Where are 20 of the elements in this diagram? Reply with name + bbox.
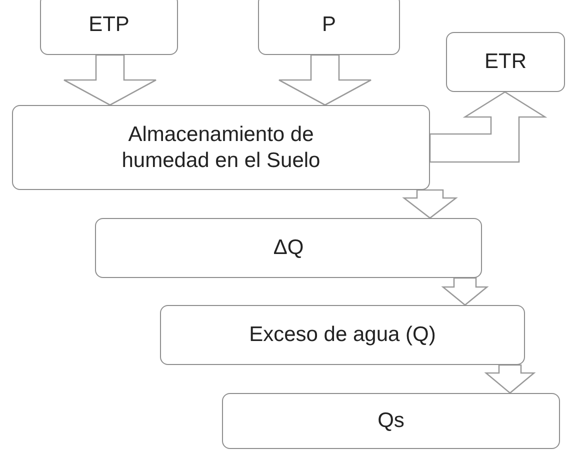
process-box [160, 305, 525, 365]
process-box [40, 0, 178, 55]
box-label: Almacenamiento de humedad en el Suelo [120, 122, 322, 173]
box-label: P [322, 12, 336, 38]
process-box [446, 32, 565, 92]
block-arrow [278, 54, 372, 106]
process-box [12, 105, 430, 190]
block-arrow [63, 54, 157, 106]
process-box [95, 218, 482, 278]
box-label: ΔQ [273, 235, 304, 261]
block-arrow [484, 364, 536, 394]
block-arrow [429, 91, 548, 163]
process-box [222, 393, 560, 449]
box-label: ETR [484, 49, 526, 75]
box-label: Exceso de agua (Q) [249, 322, 436, 348]
box-label: ETP [88, 12, 130, 38]
block-arrow [441, 277, 489, 306]
block-arrow [402, 189, 458, 219]
process-box [258, 0, 400, 55]
box-label: Qs [378, 408, 404, 434]
